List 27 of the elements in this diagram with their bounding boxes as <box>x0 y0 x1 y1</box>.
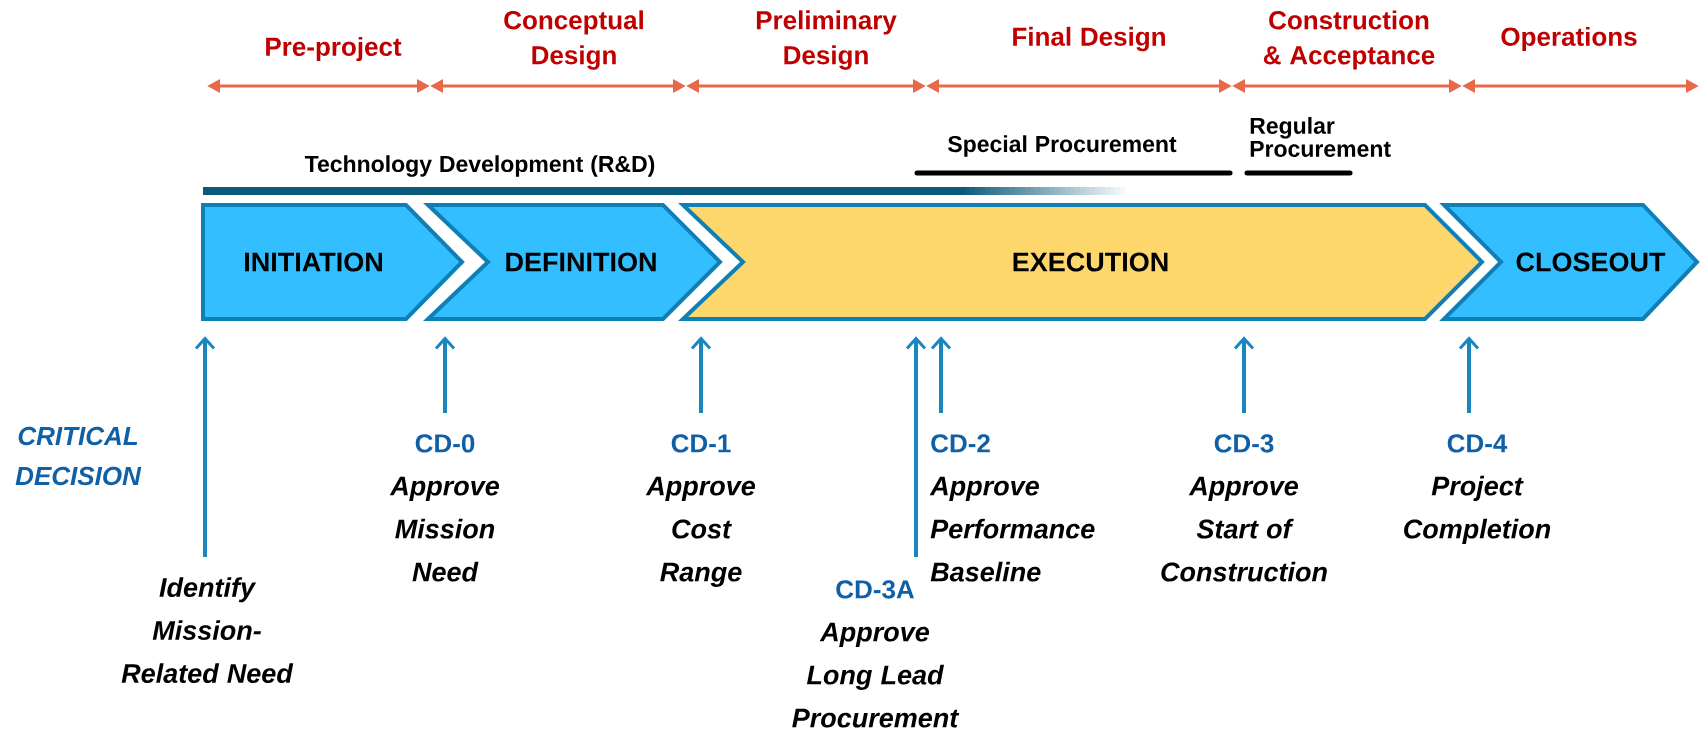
bar-label: Technology Development (R&D) <box>304 155 655 177</box>
decision-label: CD-1 Approve Cost Range <box>645 434 755 587</box>
phase-label: Pre-project <box>266 36 402 62</box>
side-heading: CRITICAL DECISION <box>15 426 142 486</box>
arrow <box>434 336 456 413</box>
arrow <box>905 336 927 557</box>
arrow <box>930 336 952 413</box>
phase-block: INITIATION <box>201 203 465 321</box>
phase-label: Final Design <box>1013 26 1165 52</box>
phase-block: DEFINITION <box>423 203 723 321</box>
phase-block: EXECUTION <box>678 203 1485 321</box>
decision-label: CD-0 Approve Mission Need <box>389 434 499 582</box>
phase-block: CLOSEOUT <box>1439 203 1700 321</box>
bar-label: Regular Procurement <box>1250 117 1391 157</box>
phase-label: Operations <box>1501 26 1637 52</box>
arrow <box>1233 336 1255 413</box>
decision-label: CD-3 Approve Start of Construction <box>1161 434 1327 582</box>
arrow <box>1458 336 1480 413</box>
arrow <box>690 336 712 413</box>
bar-label: Special Procurement <box>948 135 1177 157</box>
phase-label: Construction & Acceptance <box>1263 10 1435 70</box>
decision-label: CD-2 Approve Performance Baseline <box>929 434 1095 582</box>
arrow <box>194 336 216 557</box>
phase-label: Conceptual Design <box>504 10 643 70</box>
phase-label: Preliminary Design <box>756 10 897 70</box>
decision-label: CD-4 Project Completion <box>1404 434 1551 544</box>
decision-label: Identify Mission-Related Need <box>121 577 294 684</box>
